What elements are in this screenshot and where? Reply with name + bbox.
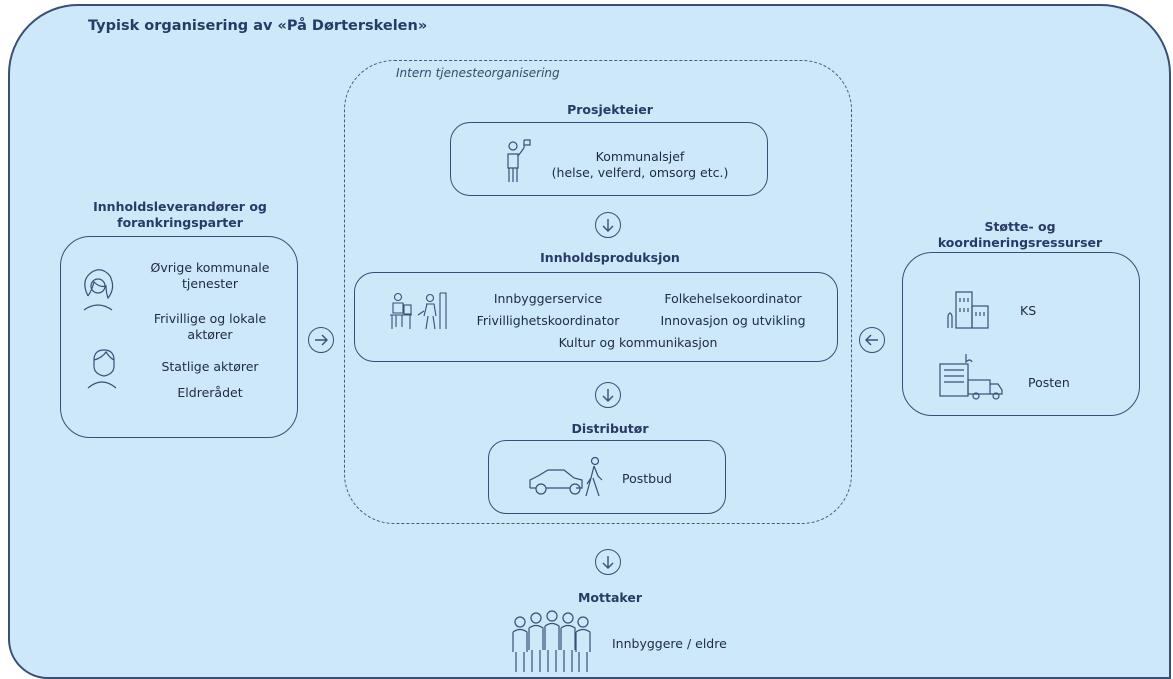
support-box xyxy=(902,252,1140,416)
project-owner-line2: (helse, velferd, omsorg etc.) xyxy=(551,165,729,180)
support-heading-line1: Støtte- og xyxy=(984,219,1056,234)
provider-item2-line1: Frivillige og lokale xyxy=(153,311,267,326)
role-folkehelsekoordinator: Folkehelsekoordinator xyxy=(664,291,802,306)
internal-organization-area xyxy=(344,60,852,524)
content-providers-heading-line2: forankringsparter xyxy=(117,215,243,230)
distributor-box xyxy=(488,440,726,514)
internal-organization-label: Intern tjenesteorganisering xyxy=(396,66,560,80)
project-owner-box xyxy=(450,122,768,196)
recipient-heading: Mottaker xyxy=(577,590,643,605)
role-innbyggerservice: Innbyggerservice xyxy=(493,291,603,306)
project-owner-line1: Kommunalsjef xyxy=(595,149,685,164)
post-office-truck-icon xyxy=(939,354,1003,400)
distributor-heading: Distributør xyxy=(571,421,649,436)
content-production-heading: Innholdsproduksjon xyxy=(540,250,680,265)
provider-item2-line2: aktører xyxy=(187,327,233,342)
arrow-down-icon xyxy=(595,382,621,408)
content-providers-heading-line1: Innholdsleverandører og xyxy=(93,199,267,214)
person-flag-icon xyxy=(507,139,531,182)
buildings-icon xyxy=(947,291,989,329)
arrow-down-icon xyxy=(595,212,621,238)
arrow-right-icon xyxy=(308,327,334,353)
walking-person-icon xyxy=(585,456,603,497)
support-item-posten: Posten xyxy=(1028,375,1070,390)
support-heading-line2: koordineringsressurser xyxy=(937,235,1103,250)
recipient-item: Innbyggere / eldre xyxy=(612,636,727,651)
man-icon xyxy=(87,349,117,389)
provider-item1-line2: tjenester xyxy=(182,276,238,291)
provider-item4: Eldrerådet xyxy=(177,385,243,400)
support-item-ks: KS xyxy=(1020,303,1037,318)
role-kultur-og-kommunikasjon: Kultur og kommunikasjon xyxy=(558,335,718,350)
arrow-down-icon xyxy=(595,549,621,575)
provider-item3: Statlige aktører xyxy=(161,359,259,374)
content-production-box xyxy=(354,272,838,362)
woman-icon xyxy=(83,269,114,311)
car-icon xyxy=(529,469,583,495)
people-group-icon xyxy=(512,610,591,672)
provider-item1-line1: Øvrige kommunale xyxy=(150,260,270,275)
role-frivillighetskoordinator: Frivillighetskoordinator xyxy=(476,313,620,328)
diagram-title: Typisk organisering av «På Dørterskelen» xyxy=(88,18,428,34)
distributor-postbud: Postbud xyxy=(622,471,672,486)
diagram-background xyxy=(8,4,1171,679)
role-innovasjon-og-utvikling: Innovasjon og utvikling xyxy=(660,313,806,328)
office-people-icon xyxy=(390,292,447,330)
content-providers-box xyxy=(60,236,298,438)
project-owner-heading: Prosjekteier xyxy=(567,102,653,117)
arrow-left-icon xyxy=(859,327,885,353)
